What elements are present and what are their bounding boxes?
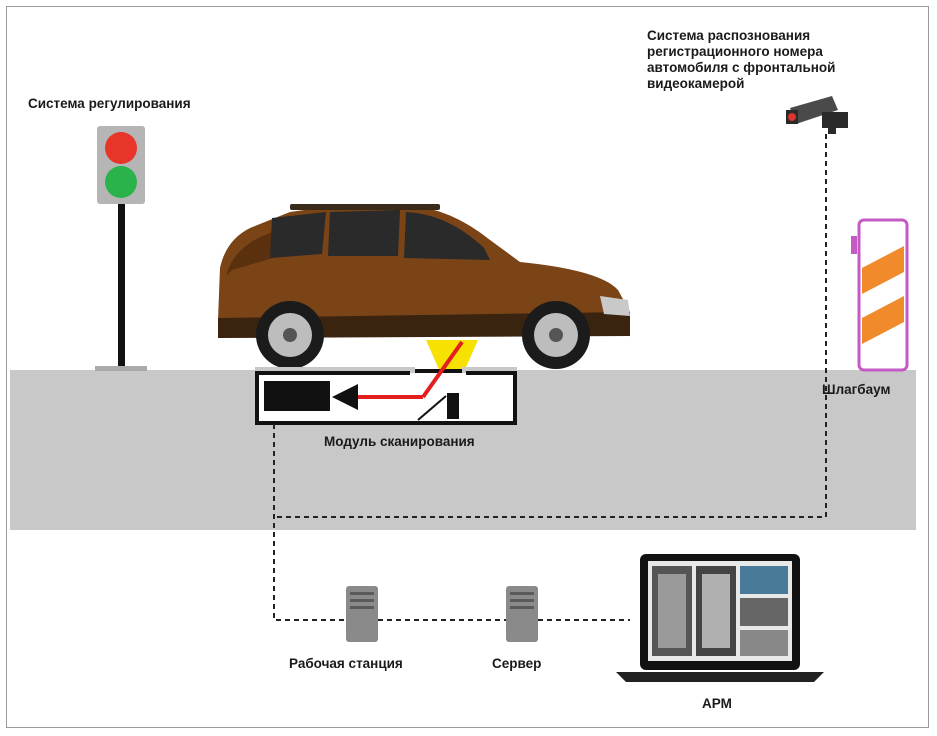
workstation-icon: [346, 586, 378, 642]
barrier-icon: [851, 218, 909, 372]
red-signal: [105, 132, 137, 164]
traffic-light-label: Система регулирования: [28, 96, 191, 111]
car-icon: [218, 204, 630, 369]
workstation-label: Рабочая станция: [289, 656, 403, 671]
camera-label: Система распознования регистрационного н…: [647, 28, 836, 91]
laptop-icon: [616, 554, 824, 682]
server-label: Сервер: [492, 656, 542, 671]
scan-beam: [426, 340, 478, 390]
traffic-light-icon: [95, 126, 147, 371]
diagram-frame: [6, 6, 929, 728]
scanner-module: [255, 340, 517, 425]
barrier-label: Шлагбаум: [822, 382, 891, 397]
green-signal: [105, 166, 137, 198]
scanner-label: Модуль сканирования: [324, 434, 475, 449]
arm-label: АРМ: [702, 696, 732, 711]
server-icon: [506, 586, 538, 642]
connection-lines: [273, 134, 827, 621]
camera-icon: [786, 96, 848, 134]
